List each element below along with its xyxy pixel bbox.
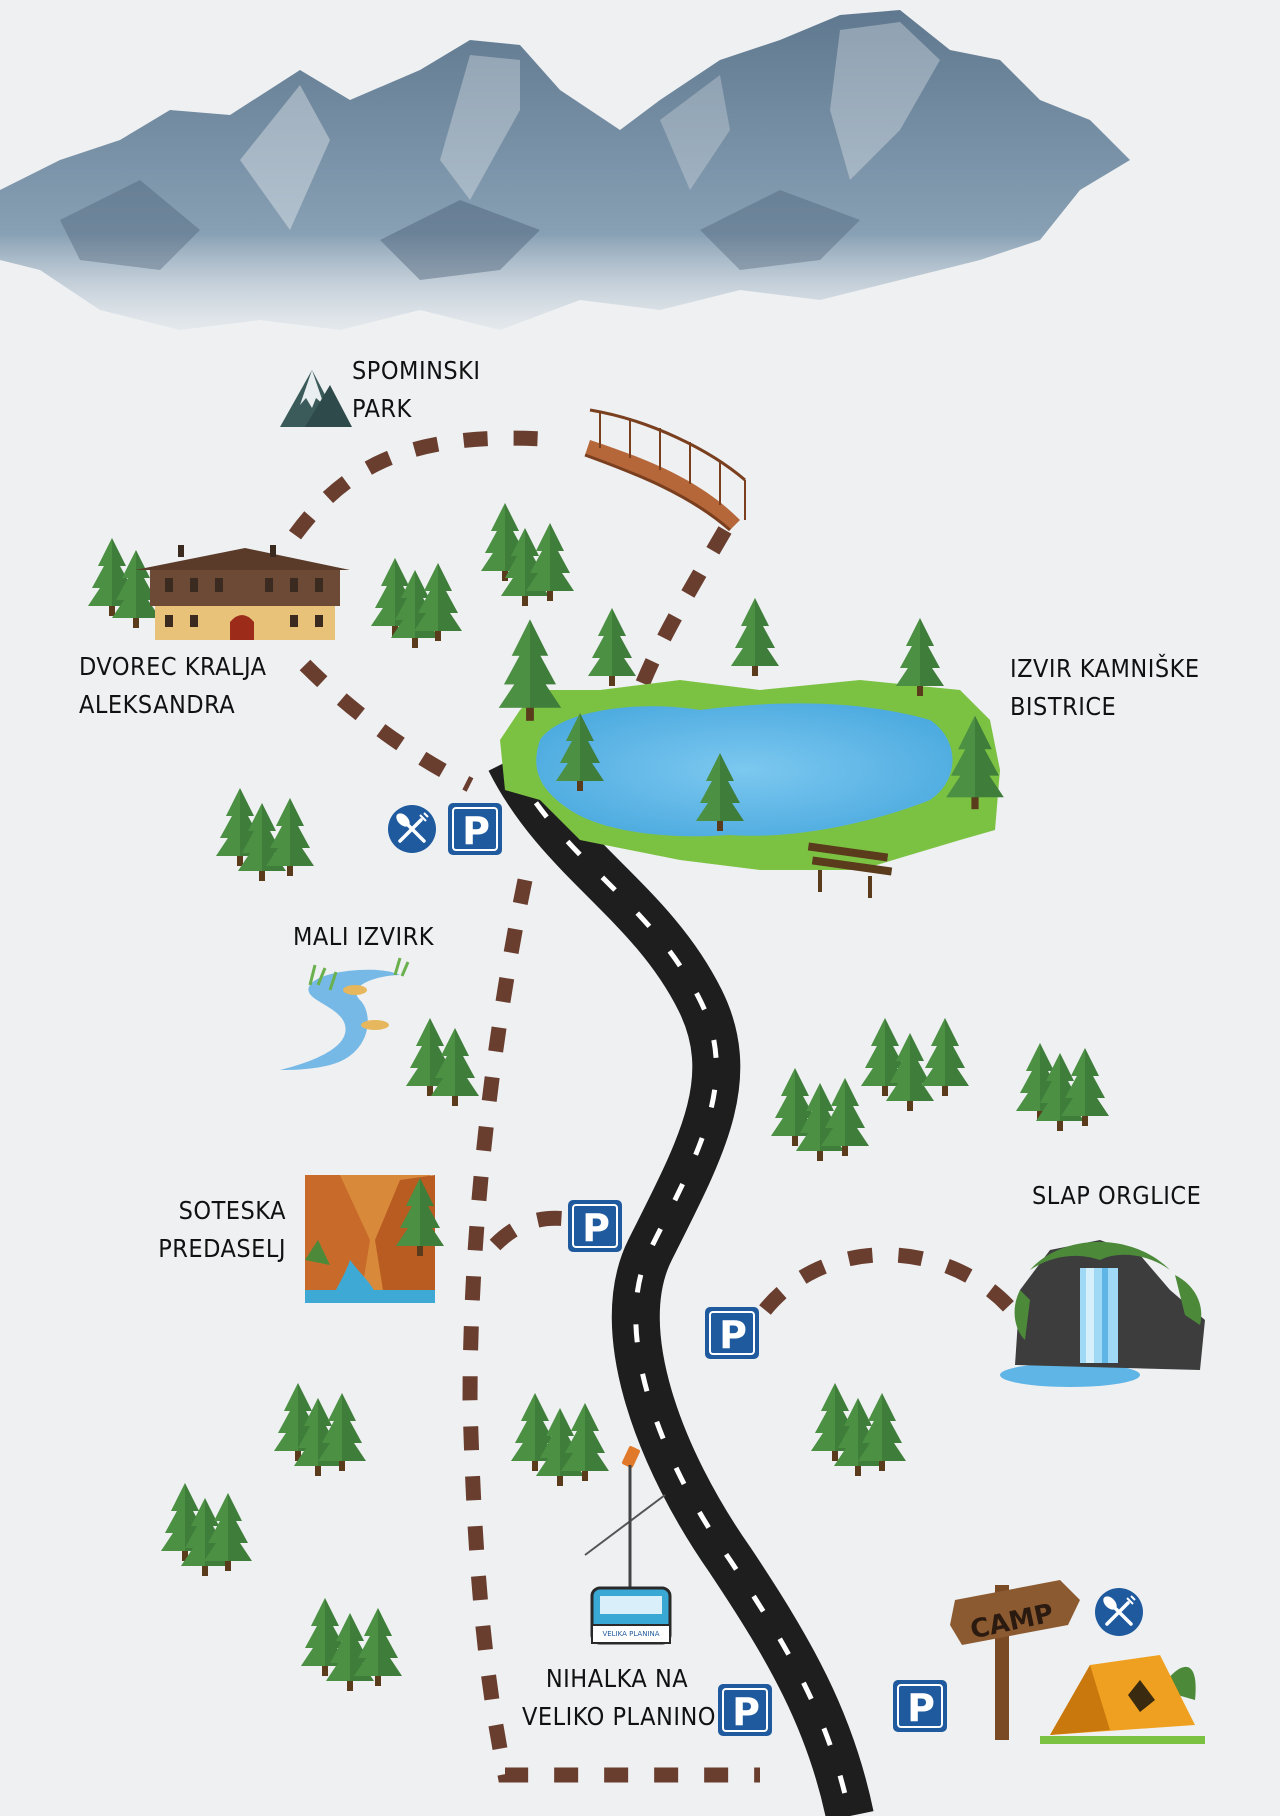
- trail-soteska-parking: [489, 1210, 577, 1251]
- label-line: ALEKSANDRA: [79, 690, 236, 719]
- canyon-icon: [305, 1175, 444, 1303]
- parking-sign: [717, 1683, 773, 1737]
- label-line: NIHALKA NA: [545, 1664, 689, 1693]
- bridge-icon: [584, 408, 746, 532]
- label-nihalka: NIHALKA NA VELIKO PLANINO: [522, 1660, 716, 1736]
- cable-car-text: VELIKA PLANINA: [602, 1630, 659, 1638]
- restaurant-icon: [386, 803, 438, 855]
- label-line: VELIKO PLANINO: [522, 1702, 716, 1731]
- label-line: SPOMINSKI: [352, 356, 481, 385]
- label-line: SLAP ORGLICE: [1032, 1181, 1202, 1210]
- lake-izvir: [498, 598, 1004, 898]
- label-izvir-kamniske: IZVIR KAMNIŠKE BISTRICE: [1010, 650, 1200, 726]
- trail-slap: [759, 1247, 1026, 1325]
- waterfall-icon: [1000, 1240, 1205, 1387]
- label-mali-izvirk: MALI IZVIRK: [293, 918, 434, 956]
- parking-sign: [892, 1679, 948, 1733]
- label-line: DVOREC KRALJA: [79, 652, 267, 681]
- parking-sign: [704, 1306, 760, 1360]
- label-dvorec: DVOREC KRALJA ALEKSANDRA: [79, 648, 267, 724]
- label-line: MALI IZVIRK: [293, 922, 434, 951]
- cable-car-icon: VELIKA PLANINA: [584, 1446, 672, 1645]
- label-line: BISTRICE: [1010, 692, 1117, 721]
- label-slap-orglice: SLAP ORGLICE: [1032, 1177, 1201, 1215]
- trails: [288, 430, 1026, 1783]
- label-soteska: SOTESKA PREDASELJ: [140, 1192, 286, 1268]
- parking-sign: [447, 802, 503, 856]
- trail-dvorec-parking: [299, 659, 474, 792]
- parking-sign: [567, 1199, 623, 1253]
- label-line: PREDASELJ: [158, 1234, 286, 1263]
- mountain-range: [0, 10, 1130, 330]
- label-line: PARK: [352, 394, 412, 423]
- forest: [161, 503, 1109, 1691]
- bench-icon: [807, 842, 893, 898]
- label-spominski-park: SPOMINSKI PARK: [352, 352, 481, 428]
- stream-icon: [280, 957, 410, 1070]
- label-line: SOTESKA: [178, 1196, 286, 1225]
- restaurant-icon: [1093, 1586, 1145, 1638]
- trail-bridge-lake: [633, 526, 732, 693]
- trail-spominski-park: [288, 430, 561, 540]
- mountain-icon: [280, 370, 352, 427]
- trail-long-west: [462, 878, 760, 1783]
- road: [488, 748, 874, 1816]
- manor-house-icon: [88, 538, 350, 640]
- label-line: IZVIR KAMNIŠKE: [1010, 654, 1200, 683]
- camp-area: CAMP: [950, 1580, 1205, 1744]
